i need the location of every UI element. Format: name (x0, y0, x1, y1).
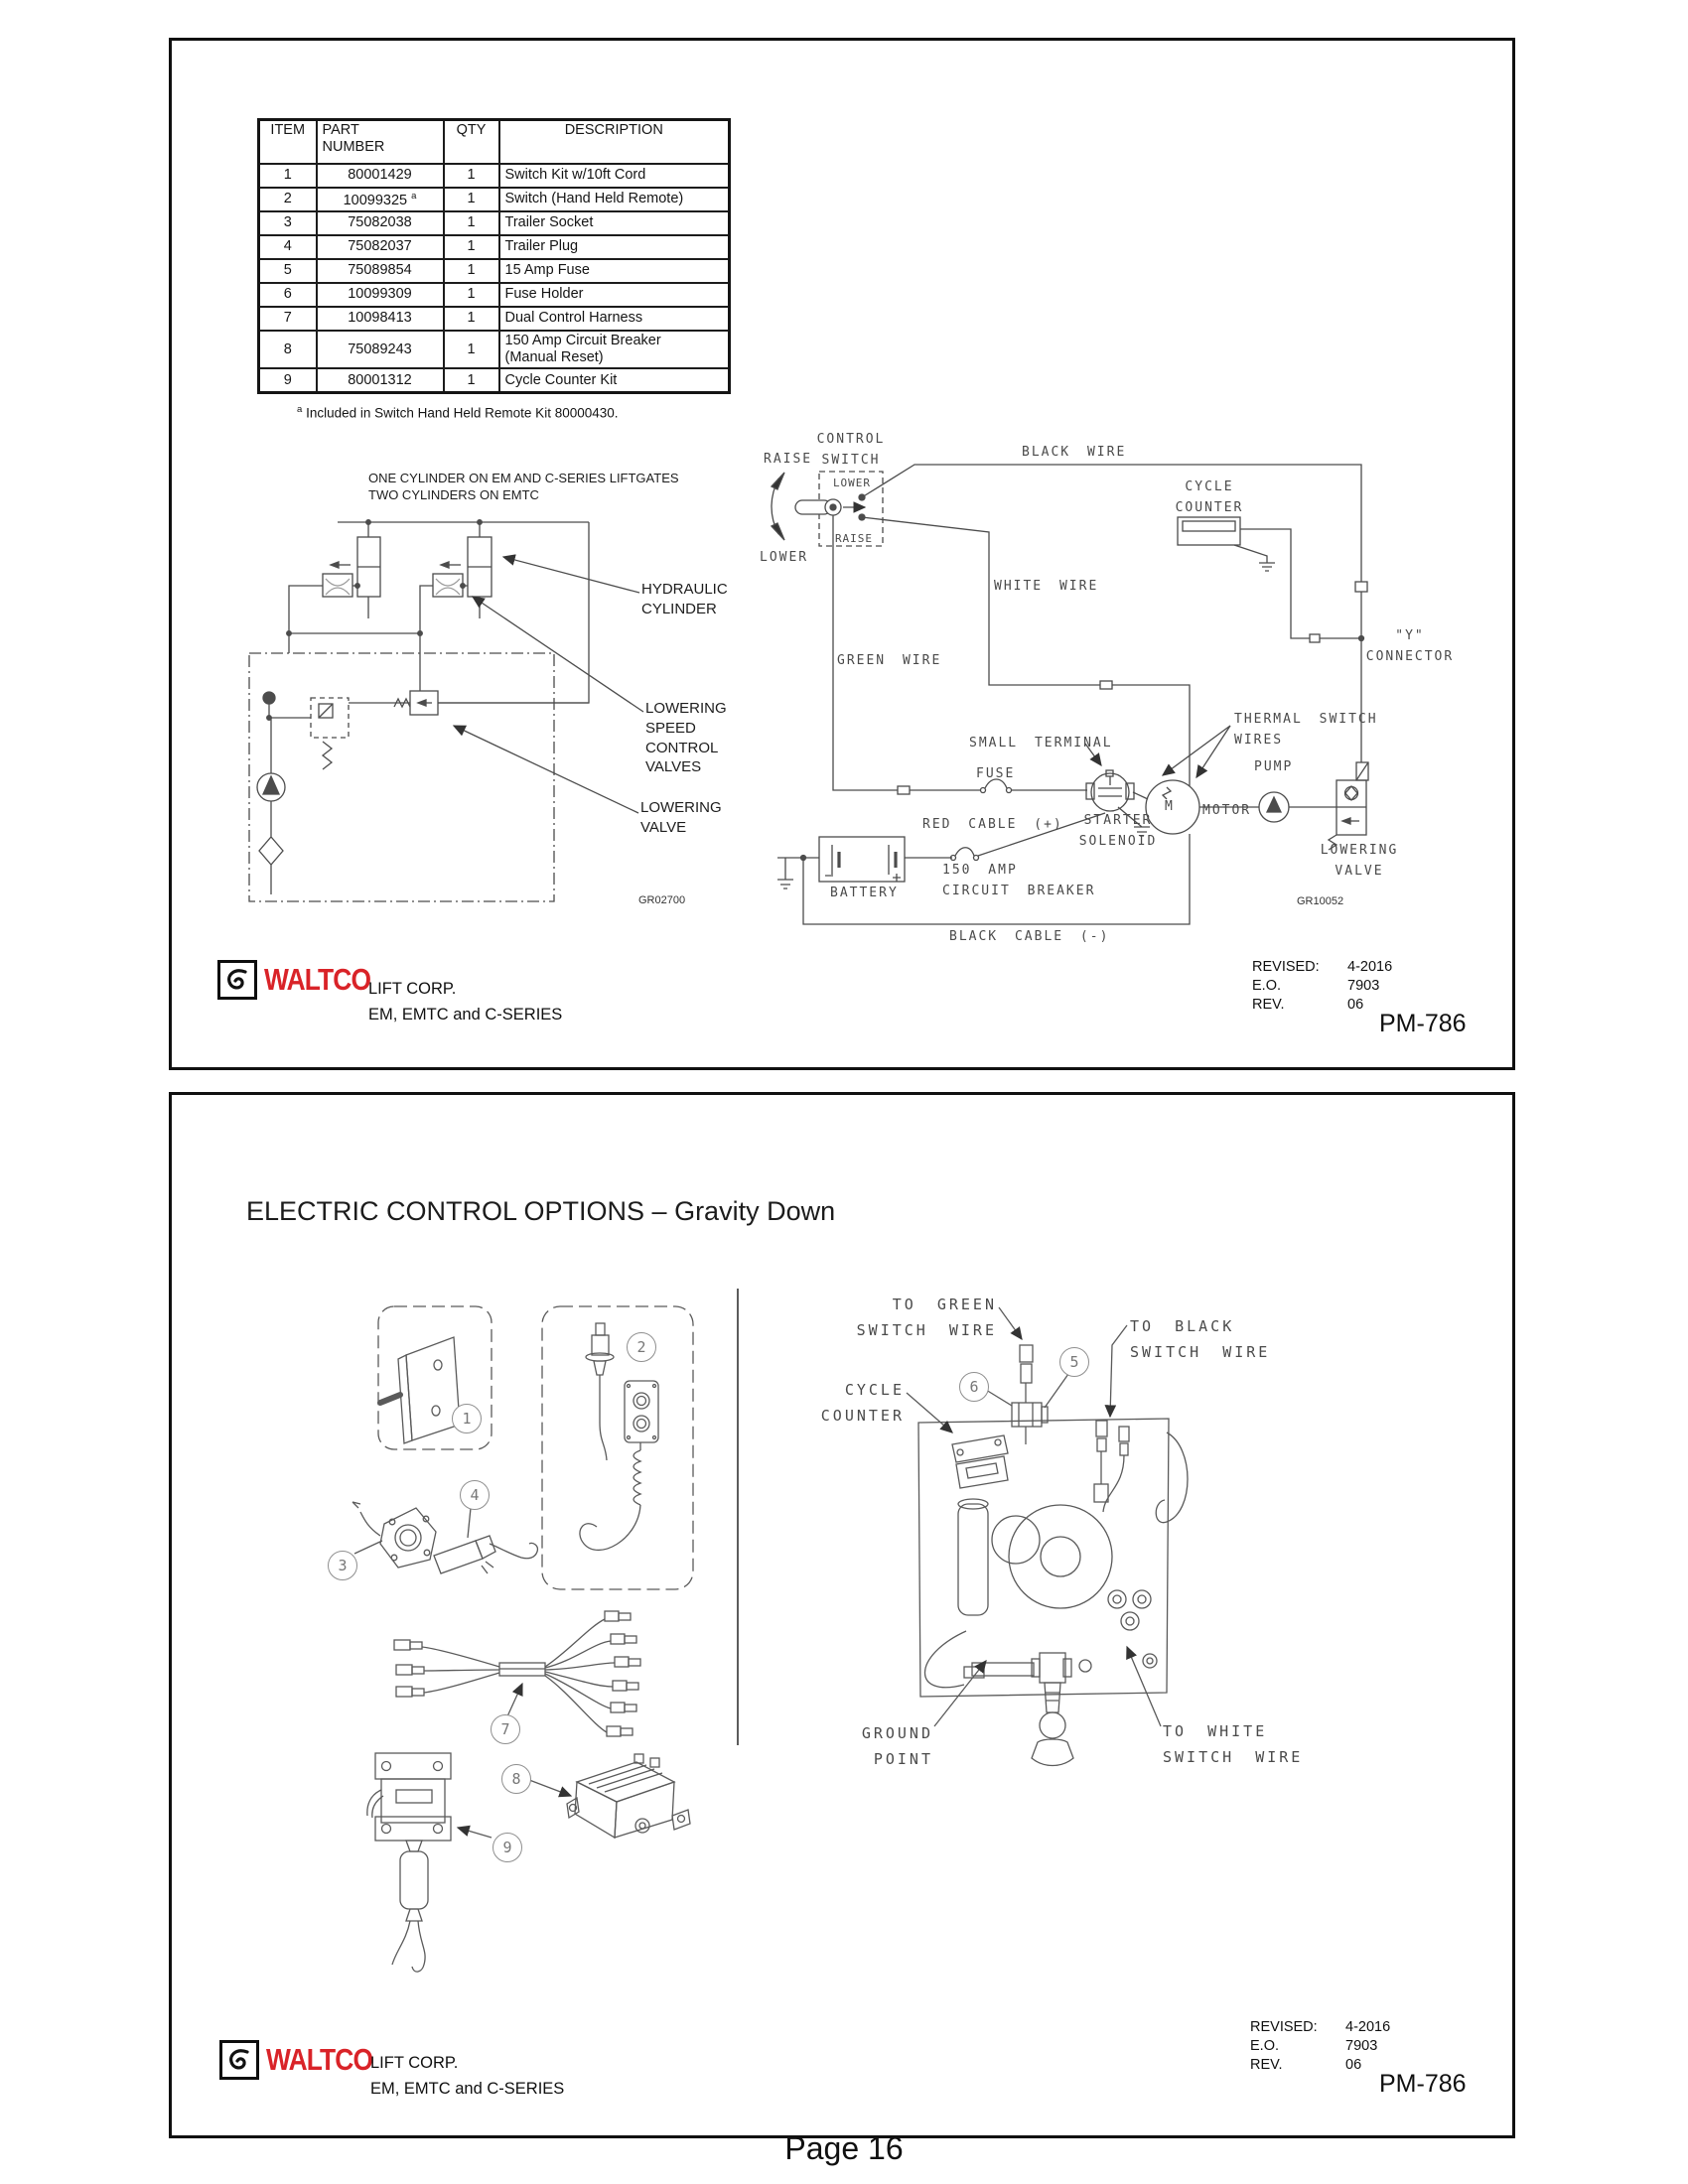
company-block: LIFT CORP. EM, EMTC and C-SERIES (370, 2050, 564, 2103)
electrical-schematic-drawing (770, 464, 1369, 925)
switch-lower-label: LOWER (832, 477, 872, 489)
control-switch-label: CONTROL SWITCH (816, 432, 886, 468)
figure-id-gr10052: GR10052 (1297, 895, 1344, 907)
to-white-switch-wire-label: TO WHITE SWITCH WIRE (1163, 1722, 1304, 1767)
eo-value: 7903 (1345, 2038, 1378, 2055)
callout-6: 6 (959, 1372, 989, 1402)
battery-label: BATTERY (830, 886, 899, 900)
doc-number: PM-786 (1379, 1010, 1467, 1037)
eo-label: E.O. (1252, 978, 1282, 995)
eo-label: E.O. (1250, 2038, 1280, 2055)
black-wire-label: BLACK WIRE (1022, 445, 1127, 460)
callout-8: 8 (501, 1764, 531, 1794)
company-name: LIFT CORP. (368, 980, 457, 998)
table-header-row: ITEM PART NUMBER QTY DESCRIPTION (257, 118, 731, 165)
revision-block: REVISED: 4-2016 E.O. 7903 REV. 06 (1250, 2018, 1390, 2075)
callout-1: 1 (452, 1404, 482, 1433)
waltco-logo: WALTCO (217, 960, 389, 1000)
green-wire-label: GREEN WIRE (837, 653, 942, 668)
figure-id-gr02700: GR02700 (638, 894, 686, 906)
eo-value: 7903 (1347, 978, 1380, 995)
white-wire-label: WHITE WIRE (994, 579, 1099, 594)
lower-label: LOWER (760, 550, 809, 565)
revision-block: REVISED: 4-2016 E.O. 7903 REV. 06 (1252, 958, 1392, 1015)
raise-label: RAISE (764, 452, 813, 467)
lowering-valve-electrical-label: LOWERING VALVE (1320, 843, 1399, 879)
schematic-line-art (248, 464, 1369, 925)
company-name: LIFT CORP. (370, 2054, 459, 2072)
pump-label: PUMP (1254, 759, 1294, 774)
bottom-panel: ELECTRIC CONTROL OPTIONS – Gravity Down … (169, 1092, 1515, 2138)
parts-illustration-line-art (352, 1289, 1189, 1973)
rev-value: 06 (1347, 997, 1364, 1014)
col-qty: QTY (442, 118, 500, 165)
black-cable-label: BLACK CABLE (-) (949, 929, 1110, 944)
lowering-valve-label: LOWERING VALVE (640, 799, 722, 836)
y-connector-label: "Y" CONNECTOR (1365, 628, 1455, 664)
to-green-switch-wire-label: TO GREEN SWITCH WIRE (856, 1296, 997, 1340)
cylinder-note: ONE CYLINDER ON EM AND C-SERIES LIFTGATE… (368, 471, 679, 503)
col-item: ITEM (257, 118, 318, 165)
page-number: Page 16 (784, 2130, 904, 2166)
page-title: ELECTRIC CONTROL OPTIONS – Gravity Down (246, 1196, 836, 1226)
small-terminal-label: SMALL TERMINAL (969, 736, 1113, 751)
callout-5: 5 (1059, 1347, 1089, 1377)
hydraulic-cylinder-label: HYDRAULIC CYLINDER (641, 581, 728, 617)
series-name: EM, EMTC and C-SERIES (370, 2080, 565, 2099)
cycle-counter-label: CYCLE COUNTER (1175, 479, 1244, 515)
motor-label: MOTOR (1202, 803, 1252, 818)
callout-4: 4 (460, 1480, 490, 1510)
doc-number: PM-786 (1379, 2070, 1467, 2098)
motor-letter: M (1165, 799, 1175, 814)
rev-label: REV. (1252, 997, 1285, 1014)
starter-solenoid-label: STARTER SOLENOID (1078, 813, 1158, 849)
thermal-switch-wires-label: THERMAL SWITCH WIRES (1234, 712, 1378, 748)
red-cable-label: RED CABLE (+) (922, 817, 1063, 832)
cycle-counter-callout-label: CYCLE COUNTER (820, 1381, 905, 1426)
callout-7: 7 (491, 1714, 520, 1744)
series-name: EM, EMTC and C-SERIES (368, 1006, 563, 1024)
col-description: DESCRIPTION (497, 118, 731, 165)
circuit-breaker-label: 150 AMP CIRCUIT BREAKER (942, 863, 1096, 898)
callout-3: 3 (328, 1551, 357, 1580)
company-block: LIFT CORP. EM, EMTC and C-SERIES (368, 976, 562, 1028)
hydraulic-schematic-drawing (248, 519, 644, 902)
col-part-number: PART NUMBER (315, 118, 445, 165)
fuse-label: FUSE (976, 766, 1016, 781)
callout-2: 2 (627, 1332, 656, 1362)
switch-raise-label: RAISE (834, 532, 874, 545)
callout-9: 9 (492, 1833, 522, 1862)
rev-value: 06 (1345, 2057, 1362, 2074)
table-footnote: a Included in Switch Hand Held Remote Ki… (297, 404, 619, 421)
lowering-speed-control-valves-label: LOWERING SPEED CONTROL VALVES (645, 700, 727, 776)
waltco-ram-icon (217, 960, 257, 1000)
rev-label: REV. (1250, 2057, 1283, 2074)
revised-value: 4-2016 (1345, 2019, 1391, 2035)
ground-point-label: GROUND POINT (861, 1724, 933, 1769)
revised-value: 4-2016 (1347, 959, 1393, 975)
to-black-switch-wire-label: TO BLACK SWITCH WIRE (1130, 1317, 1271, 1362)
waltco-logo: WALTCO (219, 2040, 391, 2080)
waltco-ram-icon (219, 2040, 259, 2080)
revised-label: REVISED: (1252, 959, 1320, 975)
waltco-wordmark: WALTCO (264, 962, 371, 997)
waltco-wordmark: WALTCO (266, 2042, 373, 2077)
revised-label: REVISED: (1250, 2019, 1318, 2035)
